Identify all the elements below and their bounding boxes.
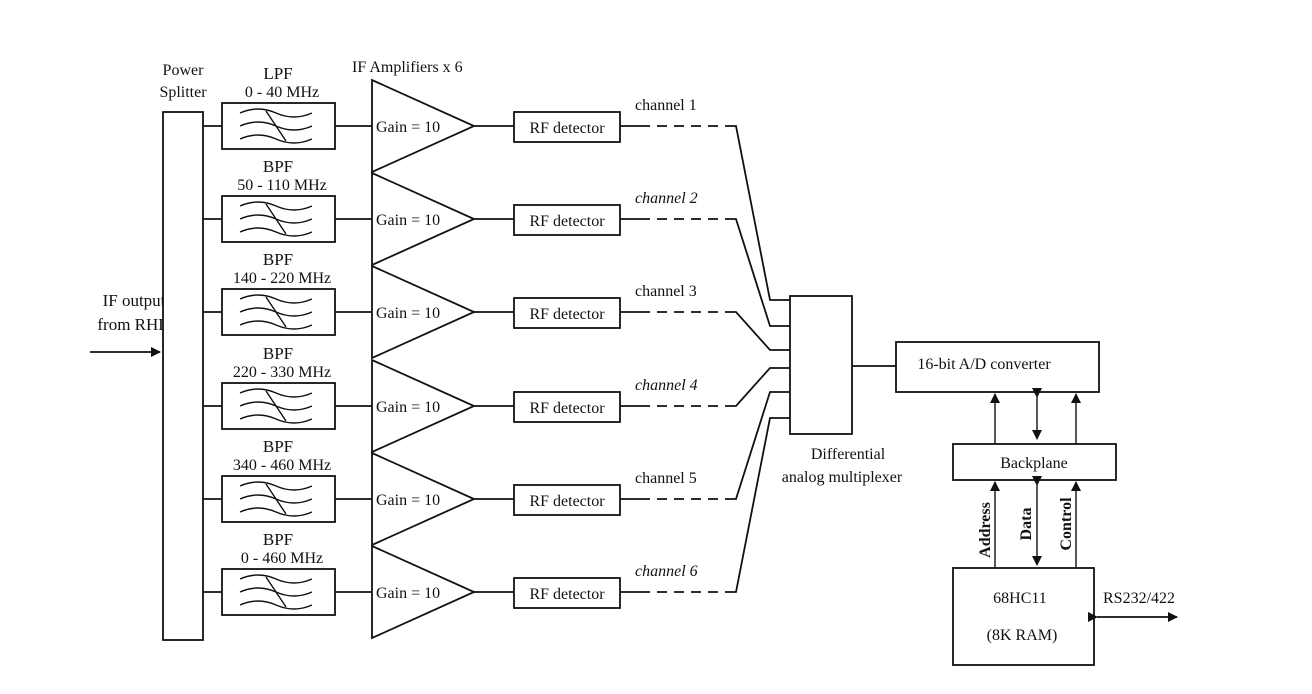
filter-type-label: BPF [263,437,293,456]
filter-type-label: BPF [263,344,293,363]
bus-label-data: Data [1018,508,1035,541]
amplifier-gain-label: Gain = 10 [376,492,440,509]
amplifiers-header: IF Amplifiers x 6 [352,59,463,76]
filter-type-label: BPF [263,530,293,549]
multiplexer-label-line1: Differential [811,446,886,463]
amplifier-triangle [371,358,477,454]
filter-symbol-icon [239,201,313,237]
filter-box [221,195,336,243]
filter-range-label: 0 - 460 MHz [241,550,323,567]
rf-detector-label: RF detector [529,120,605,137]
rf-detector-box [513,297,621,329]
rf-detector-box [513,204,621,236]
channel-to-mux-line [725,125,790,301]
filter-symbol-icon [239,108,313,144]
filter-symbol-icon [239,294,313,330]
amplifier-triangle [371,78,477,174]
bus-label-control: Control [1058,497,1075,551]
amplifier-triangle [371,451,477,547]
channel-label: channel 3 [635,283,697,300]
filter-type-label: BPF [263,157,293,176]
filter-box [221,475,336,523]
cpu-label-line2: (8K RAM) [987,627,1058,644]
amplifier-gain-label: Gain = 10 [376,305,440,322]
filter-type-label: LPF [263,64,292,83]
filter-symbol-icon [239,481,313,517]
amplifier-triangle [371,264,477,360]
rf-detector-label: RF detector [529,306,605,323]
filter-type-label: BPF [263,250,293,269]
filter-range-label: 340 - 460 MHz [233,457,331,474]
multiplexer-label-line2: analog multiplexer [782,469,903,486]
channel-label: channel 1 [635,97,697,114]
channel-label: channel 5 [635,470,697,487]
filter-box [221,288,336,336]
splitter-label-line1: Power [163,62,205,79]
channel-label: channel 4 [635,377,698,394]
power-splitter [162,111,204,641]
rf-detector-box [513,111,621,143]
splitter-label-line2: Splitter [159,84,207,101]
channel-to-mux-line [725,311,790,351]
filter-box [221,102,336,150]
rf-detector-label: RF detector [529,586,605,603]
rf-detector-label: RF detector [529,493,605,510]
amplifier-gain-label: Gain = 10 [376,119,440,136]
filter-symbol-icon [239,388,313,424]
channel-to-mux-line [725,367,790,407]
filter-range-label: 220 - 330 MHz [233,364,331,381]
input-label-line1: IF output [103,291,166,310]
adc-box [895,341,1100,393]
serial-label: RS232/422 [1103,590,1175,607]
rf-detector-box [513,484,621,516]
cpu-label-line1: 68HC11 [993,590,1047,607]
adc-label: 16-bit A/D converter [917,356,1051,373]
backplane-label: Backplane [1000,455,1068,472]
analog-multiplexer [789,295,853,435]
amplifier-gain-label: Gain = 10 [376,212,440,229]
channel-label: channel 2 [635,190,698,207]
amplifier-gain-label: Gain = 10 [376,399,440,416]
channel-to-mux-line [725,417,790,593]
channel-to-mux-line [725,391,790,500]
filter-box [221,382,336,430]
amplifier-triangle [371,544,477,640]
amplifier-gain-label: Gain = 10 [376,585,440,602]
filter-range-label: 50 - 110 MHz [237,177,327,194]
channel-label: channel 6 [635,563,698,580]
channel-to-mux-line [725,218,790,327]
cpu-box [952,567,1095,666]
filter-range-label: 0 - 40 MHz [245,84,319,101]
rf-detector-box [513,577,621,609]
rf-detector-box [513,391,621,423]
bus-label-address: Address [977,502,994,558]
input-label-line2: from RHD [97,315,170,334]
rf-detector-label: RF detector [529,400,605,417]
rf-detector-label: RF detector [529,213,605,230]
amplifier-triangle [371,171,477,267]
filter-box [221,568,336,616]
filter-range-label: 140 - 220 MHz [233,270,331,287]
filter-symbol-icon [239,574,313,610]
